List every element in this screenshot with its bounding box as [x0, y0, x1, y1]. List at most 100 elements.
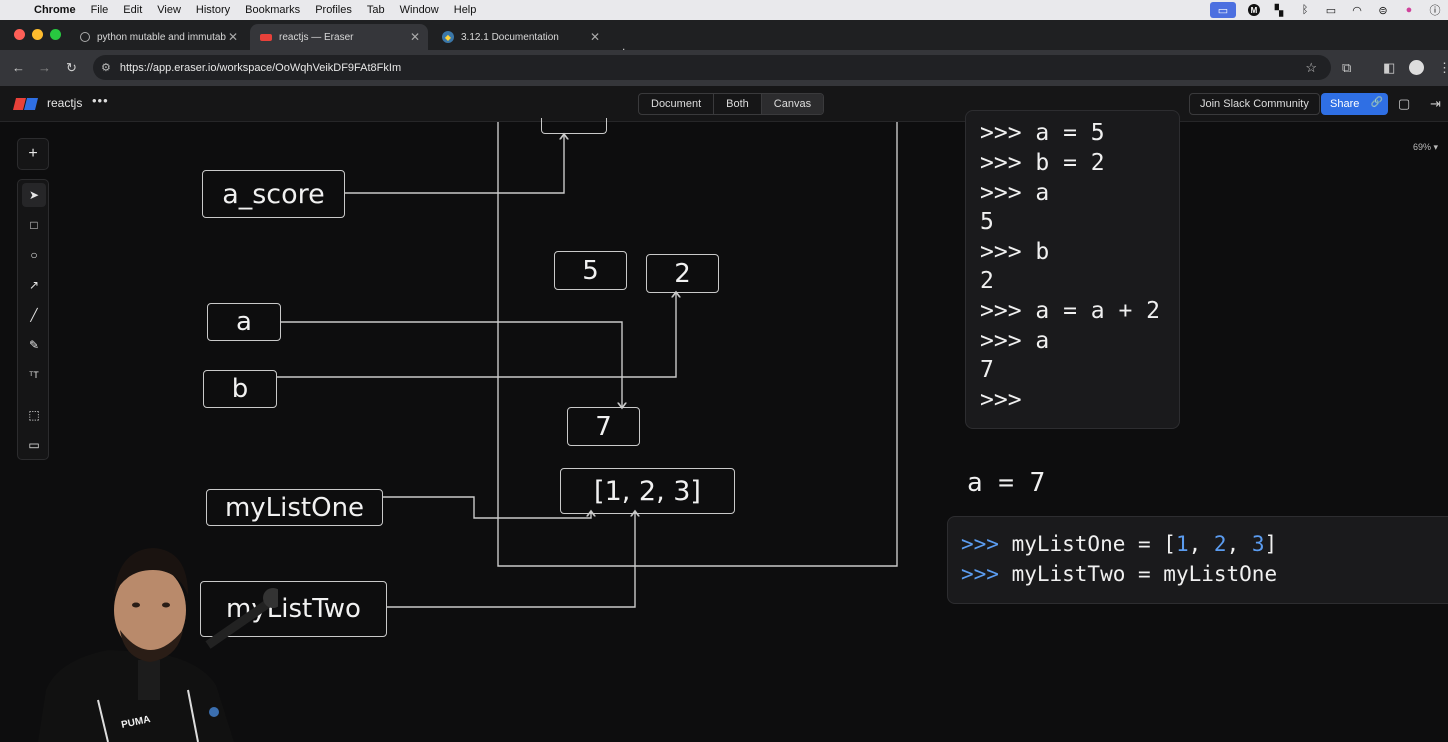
- comments-icon[interactable]: ▢: [1398, 96, 1411, 111]
- forward-icon[interactable]: →: [38, 60, 51, 75]
- menu-window[interactable]: Window: [399, 4, 439, 16]
- close-tab-icon[interactable]: ✕: [227, 30, 238, 44]
- control-center-icon[interactable]: ⊜: [1378, 4, 1388, 17]
- arrow-a-to-7: [280, 321, 622, 408]
- repl2-line-1: >>> myListOne = [1, 2, 3]: [961, 532, 1277, 556]
- close-tab-icon[interactable]: ✕: [589, 30, 600, 44]
- var-b[interactable]: b: [203, 370, 277, 408]
- frame-icon[interactable]: ⬚: [28, 408, 40, 422]
- whiteboard-canvas[interactable]: 69% ▾: [0, 122, 1448, 742]
- share-label: Share: [1330, 98, 1360, 110]
- repl-line: >>> b = 2: [980, 150, 1105, 176]
- menu-file[interactable]: File: [90, 4, 109, 16]
- browser-toolbar: ← → ↻ ⚙ https://app.eraser.io/workspace/…: [0, 50, 1448, 86]
- bluetooth-icon[interactable]: ᛒ: [1301, 4, 1309, 16]
- project-name[interactable]: reactjs: [47, 96, 83, 110]
- back-icon[interactable]: ←: [12, 60, 25, 75]
- tab-reactjs-eraser[interactable]: reactjs — Eraser ✕: [250, 24, 428, 50]
- tab-title: 3.12.1 Documentation: [461, 31, 559, 43]
- repl-line: >>> a = 5: [980, 120, 1105, 146]
- menu-tab[interactable]: Tab: [366, 4, 385, 16]
- grid-app-icon[interactable]: ▚: [1274, 4, 1284, 17]
- bookmark-star-icon[interactable]: ☆: [1305, 60, 1317, 75]
- value-2[interactable]: 2: [646, 254, 719, 293]
- m-app-icon[interactable]: M: [1248, 4, 1260, 16]
- rectangle-icon[interactable]: □: [30, 218, 38, 232]
- window-controls: [14, 29, 61, 40]
- eraser-header: reactjs ••• Document Both Canvas Join Sl…: [0, 86, 1448, 122]
- circle-icon[interactable]: ○: [30, 248, 38, 262]
- menu-chrome[interactable]: Chrome: [34, 4, 76, 16]
- arrow-a-score: [344, 134, 564, 194]
- tab-python-mutable[interactable]: python mutable and immutab ✕: [70, 24, 246, 50]
- line-icon[interactable]: ╱: [30, 308, 38, 322]
- panel-toggle-icon[interactable]: ⇥: [1430, 96, 1441, 111]
- note-a-equals-7[interactable]: a = 7: [967, 468, 1046, 498]
- close-tab-icon[interactable]: ✕: [409, 30, 420, 44]
- extensions-icon[interactable]: ⧉: [1342, 60, 1352, 75]
- close-window-button[interactable]: [14, 29, 25, 40]
- arrow-listone: [383, 496, 591, 519]
- repl-text: ]: [1264, 532, 1278, 556]
- pen-icon[interactable]: ✎: [28, 338, 40, 352]
- text-icon[interactable]: ᵀT: [29, 370, 39, 380]
- profile-avatar-icon[interactable]: [1409, 60, 1424, 75]
- wifi-icon[interactable]: ◠: [1352, 4, 1362, 17]
- eraser-logo-icon[interactable]: [13, 98, 38, 110]
- side-panel-icon[interactable]: ◧: [1383, 60, 1396, 75]
- status-icons: ▭ M ▚ ᛒ ▭ ◠ ⊜ ● ⓘ: [1210, 0, 1442, 20]
- menu-help[interactable]: Help: [453, 4, 477, 16]
- value-5[interactable]: 5: [554, 251, 627, 290]
- repl-line: 7: [980, 357, 994, 383]
- display-icon[interactable]: ▭: [1325, 4, 1337, 17]
- top-value-box[interactable]: [541, 118, 607, 134]
- repl2-line-2: >>> myListTwo = myListOne: [961, 562, 1277, 586]
- view-document-button[interactable]: Document: [639, 94, 715, 114]
- link-icon[interactable]: 🔗: [1370, 97, 1383, 108]
- address-bar[interactable]: ⚙ https://app.eraser.io/workspace/OoWqhV…: [93, 55, 1331, 80]
- menu-edit[interactable]: Edit: [123, 4, 143, 16]
- screen-share-icon[interactable]: ▭: [1210, 2, 1236, 18]
- comment-icon[interactable]: ▭: [28, 438, 40, 452]
- menu-bookmarks[interactable]: Bookmarks: [245, 4, 301, 16]
- reload-icon[interactable]: ↻: [66, 60, 77, 75]
- value-7[interactable]: 7: [567, 407, 640, 446]
- menu-profiles[interactable]: Profiles: [315, 4, 352, 16]
- view-both-button[interactable]: Both: [714, 94, 762, 114]
- var-a[interactable]: a: [207, 303, 281, 341]
- repl-line: >>>: [980, 387, 1022, 413]
- chrome-menu-icon[interactable]: ⋮: [1438, 60, 1448, 75]
- share-button[interactable]: Share 🔗: [1321, 93, 1388, 115]
- repl-number: 1: [1175, 532, 1189, 556]
- plus-icon[interactable]: +: [17, 138, 49, 170]
- memory-frame: [497, 122, 898, 567]
- view-canvas-button[interactable]: Canvas: [761, 94, 824, 114]
- var-a-score[interactable]: a_score: [202, 170, 345, 218]
- repl-line: 5: [980, 209, 994, 235]
- zoom-window-button[interactable]: [50, 29, 61, 40]
- arrow-icon[interactable]: ↗: [28, 278, 40, 292]
- tab-python-docs[interactable]: ◆ 3.12.1 Documentation ✕: [432, 24, 608, 50]
- join-slack-button[interactable]: Join Slack Community: [1189, 93, 1320, 115]
- arrow-b-to-2: [277, 292, 676, 378]
- python-repl-block-1[interactable]: [965, 110, 1180, 429]
- python-repl-block-2[interactable]: [947, 516, 1448, 604]
- repl-prompt: >>>: [961, 532, 1012, 556]
- minimize-window-button[interactable]: [32, 29, 43, 40]
- zoom-dropdown[interactable]: 69% ▾: [1413, 142, 1439, 152]
- tab-title: reactjs — Eraser: [279, 31, 354, 43]
- siri-icon[interactable]: ●: [1405, 4, 1413, 16]
- arrow-listtwo: [387, 511, 635, 608]
- macos-menubar: Chrome File Edit View History Bookmarks …: [0, 0, 1448, 20]
- menu-view[interactable]: View: [157, 4, 181, 16]
- info-icon[interactable]: ⓘ: [1429, 5, 1441, 17]
- site-settings-icon[interactable]: ⚙: [101, 62, 111, 74]
- value-list[interactable]: [1, 2, 3]: [560, 468, 735, 514]
- browser-tab-strip: python mutable and immutab ✕ reactjs — E…: [0, 20, 1448, 62]
- var-mylistone[interactable]: myListOne: [206, 489, 383, 526]
- more-options-icon[interactable]: •••: [92, 93, 109, 108]
- menu-history[interactable]: History: [195, 4, 231, 16]
- url-text[interactable]: https://app.eraser.io/workspace/OoWqhVei…: [119, 61, 402, 74]
- select-icon[interactable]: ➤: [22, 183, 46, 207]
